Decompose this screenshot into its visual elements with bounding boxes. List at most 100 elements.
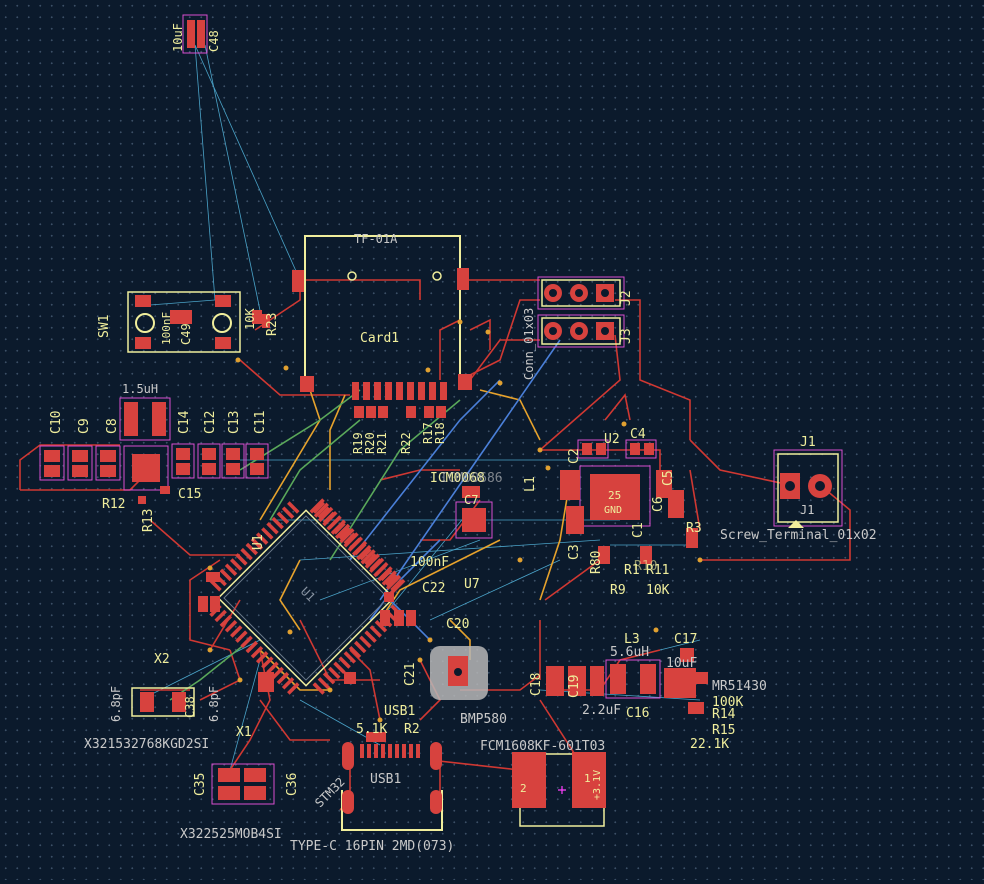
c6-ref: C6: [651, 496, 666, 512]
c9-ref: C9: [77, 418, 92, 434]
x2-value: X321532768KGD2SI: [84, 737, 209, 752]
footprint-c10-c8[interactable]: C10 C9 C8: [39, 411, 121, 481]
r15-ref: R15: [712, 723, 735, 738]
r23-ref: R23: [265, 313, 280, 336]
r10k-value: 10K: [646, 583, 670, 598]
c1-ref: C1: [631, 522, 646, 538]
c38-ref: C38: [183, 696, 197, 718]
l1-value: 1.5uH: [122, 382, 158, 396]
bat-value: +3.1V: [592, 770, 603, 800]
r2-value: 5.1K: [356, 722, 387, 737]
c10-ref: C10: [49, 411, 64, 434]
r15-value: 22.1K: [690, 737, 729, 752]
sw1-ref: SW1: [97, 315, 112, 338]
footprint-u7[interactable]: ICM0068 ICM00686 C7 100nF C22 U7: [410, 471, 503, 596]
c14-ref: C14: [177, 410, 192, 434]
c48-ref: C48: [207, 30, 221, 52]
footprint-sw1[interactable]: SW1 100nF C49: [97, 291, 241, 353]
r22-ref: R22: [399, 432, 413, 454]
c2-ref: C2: [567, 448, 582, 464]
c49-value: 100nF: [160, 312, 173, 345]
fcm-value: FCM1608KF-601T03: [480, 739, 605, 754]
footprint-j3[interactable]: J3 Conn_01x03: [522, 308, 634, 380]
footprint-j2[interactable]: J2: [537, 276, 634, 310]
card1-ref: Card1: [360, 331, 399, 346]
r2-ref: R2: [404, 722, 420, 737]
pad2-label: 2: [520, 782, 527, 795]
footprint-j1[interactable]: J1 J1 Screw_Terminal_01x02: [720, 435, 877, 543]
footprint-bmp580[interactable]: C20 C21 BMP580: [403, 617, 507, 727]
usb1-ref: USB1: [384, 704, 415, 719]
footprint-l3[interactable]: L3 5.6uH C17 10uF MR51430 100K R14 R15 2…: [529, 632, 767, 752]
c22-ref: C22: [422, 581, 445, 596]
c17-value: 10uF: [666, 656, 697, 671]
c49-ref: C49: [179, 323, 193, 345]
c20-ref: C20: [446, 617, 469, 632]
x1-value: X322525MOB4SI: [180, 827, 282, 842]
r80-ref: R80: [589, 551, 604, 574]
usb1-fab: USB1: [370, 772, 401, 787]
icm2-ref: ICM00686: [440, 471, 503, 486]
footprint-c48[interactable]: 10uF C48: [171, 14, 221, 54]
footprint-u2[interactable]: 25 GND U2 C4 C2 L1 C3 C6 C5 C1: [523, 427, 684, 560]
c37-value: 6.8pF: [109, 686, 123, 722]
u7-ref: U7: [464, 577, 480, 592]
footprint-card1[interactable]: TF-01A Card1: [292, 232, 472, 400]
c15-ref: C15: [178, 487, 201, 502]
footprint-r23[interactable]: 10K R23: [243, 308, 280, 336]
c12-ref: C12: [203, 411, 218, 434]
r1-ref: R1: [624, 563, 640, 578]
c35-ref: C35: [193, 773, 208, 796]
c17-ref: C17: [674, 632, 697, 647]
c19-ref: C19: [567, 675, 582, 698]
bmp-value: BMP580: [460, 712, 507, 727]
vias: [207, 319, 703, 723]
footprint-usb1[interactable]: USB1 5.1K R2 USB1 STM32 TYPE-C 16PIN 2MD…: [290, 704, 454, 854]
r3-ref: R3: [686, 521, 702, 536]
x1-ref: X1: [236, 725, 252, 740]
footprint-c14-c11[interactable]: C14 C12 C13 C11: [171, 410, 269, 479]
mr-value: MR51430: [712, 679, 767, 694]
footprint-fcm[interactable]: 2 1 +3.1V FCM1608KF-601T03: [480, 739, 606, 827]
c13-ref: C13: [227, 411, 242, 434]
footprint-r19-r18[interactable]: R19 R20 R21 R22 R17 R18: [351, 406, 447, 454]
footprint-l1[interactable]: 1.5uH: [119, 382, 171, 441]
r9-ref: R9: [610, 583, 626, 598]
small-parts: [198, 572, 416, 692]
c5-ref: C5: [661, 470, 676, 486]
c48-value: 10uF: [171, 23, 185, 52]
l3-ref: L3: [624, 632, 640, 647]
u2-pin: 25: [608, 489, 621, 502]
footprint-u1[interactable]: U1 U1: [193, 485, 419, 711]
c11-ref: C11: [253, 411, 268, 434]
c18-ref: C18: [529, 673, 544, 696]
c21-ref: C21: [403, 663, 418, 686]
c36-ref: C36: [285, 773, 300, 796]
j1-ref: J1: [800, 435, 816, 450]
footprint-u5[interactable]: R12 C15 R13: [102, 445, 201, 532]
j3-ref: J3: [619, 328, 634, 344]
x2-ref: X2: [154, 652, 170, 667]
u2-gnd: GND: [604, 505, 622, 516]
r11-ref: R11: [646, 563, 669, 578]
footprint-x1[interactable]: X1 C35 C36 X322525MOB4SI: [180, 725, 300, 842]
c16-ref: C16: [626, 706, 649, 721]
u1-fab: U1: [298, 584, 318, 604]
c22-value: 100nF: [410, 555, 449, 570]
r23-value: 10K: [243, 308, 257, 330]
l1-ref: L1: [523, 476, 538, 492]
j2-ref: J2: [619, 290, 634, 306]
footprint-r-cluster[interactable]: R3 R80 R1 R11 R9 R10 10K: [589, 521, 702, 598]
u1-ref: U1: [251, 534, 266, 550]
r10-ref: R10: [634, 559, 657, 574]
r14-value: 100K: [712, 695, 743, 710]
usb-value: TYPE-C 16PIN 2MD(073): [290, 839, 454, 854]
card1-fab: TF-01A: [354, 232, 398, 246]
j1-fab: J1: [800, 503, 814, 517]
c3-ref: C3: [567, 544, 582, 560]
footprint-x2[interactable]: X2 6.8pF C38 6.8pF X321532768KGD2SI: [84, 652, 221, 752]
pad1-label: 1: [584, 772, 591, 785]
u2-ref: U2: [604, 432, 620, 447]
